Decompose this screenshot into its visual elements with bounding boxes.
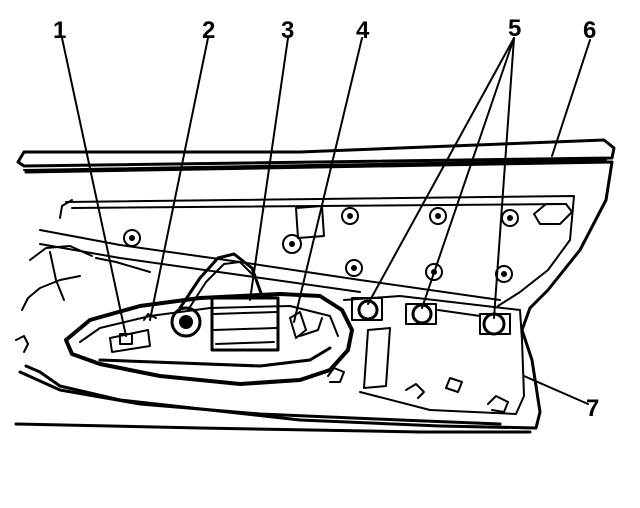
callout-6-label: 6 xyxy=(583,17,596,44)
callout-1-label: 1 xyxy=(53,17,66,44)
left-interior-detail xyxy=(15,245,151,353)
fastener-hole xyxy=(123,229,141,247)
lower-trim-panel xyxy=(327,295,525,415)
callout-leaders xyxy=(61,37,591,405)
upper-trim-strip xyxy=(16,138,616,171)
fastener-hole xyxy=(429,207,447,225)
fastener-hole xyxy=(282,234,302,254)
trim-fasteners xyxy=(123,203,573,283)
fastener-hole xyxy=(501,209,519,227)
callout-5-label: 5 xyxy=(508,15,521,42)
fastener-hole xyxy=(495,265,513,283)
callout-3-label: 3 xyxy=(281,17,294,44)
callout-4-label: 4 xyxy=(356,17,370,44)
callout-2-label: 2 xyxy=(202,17,215,44)
wire-harness xyxy=(98,252,332,368)
fastener-hole xyxy=(345,259,363,277)
callout-7-label: 7 xyxy=(586,395,599,422)
switch-bezel-opening xyxy=(64,292,354,386)
fastener-hole xyxy=(341,207,359,225)
callout-labels: 1 2 3 4 5 6 7 xyxy=(53,15,599,422)
